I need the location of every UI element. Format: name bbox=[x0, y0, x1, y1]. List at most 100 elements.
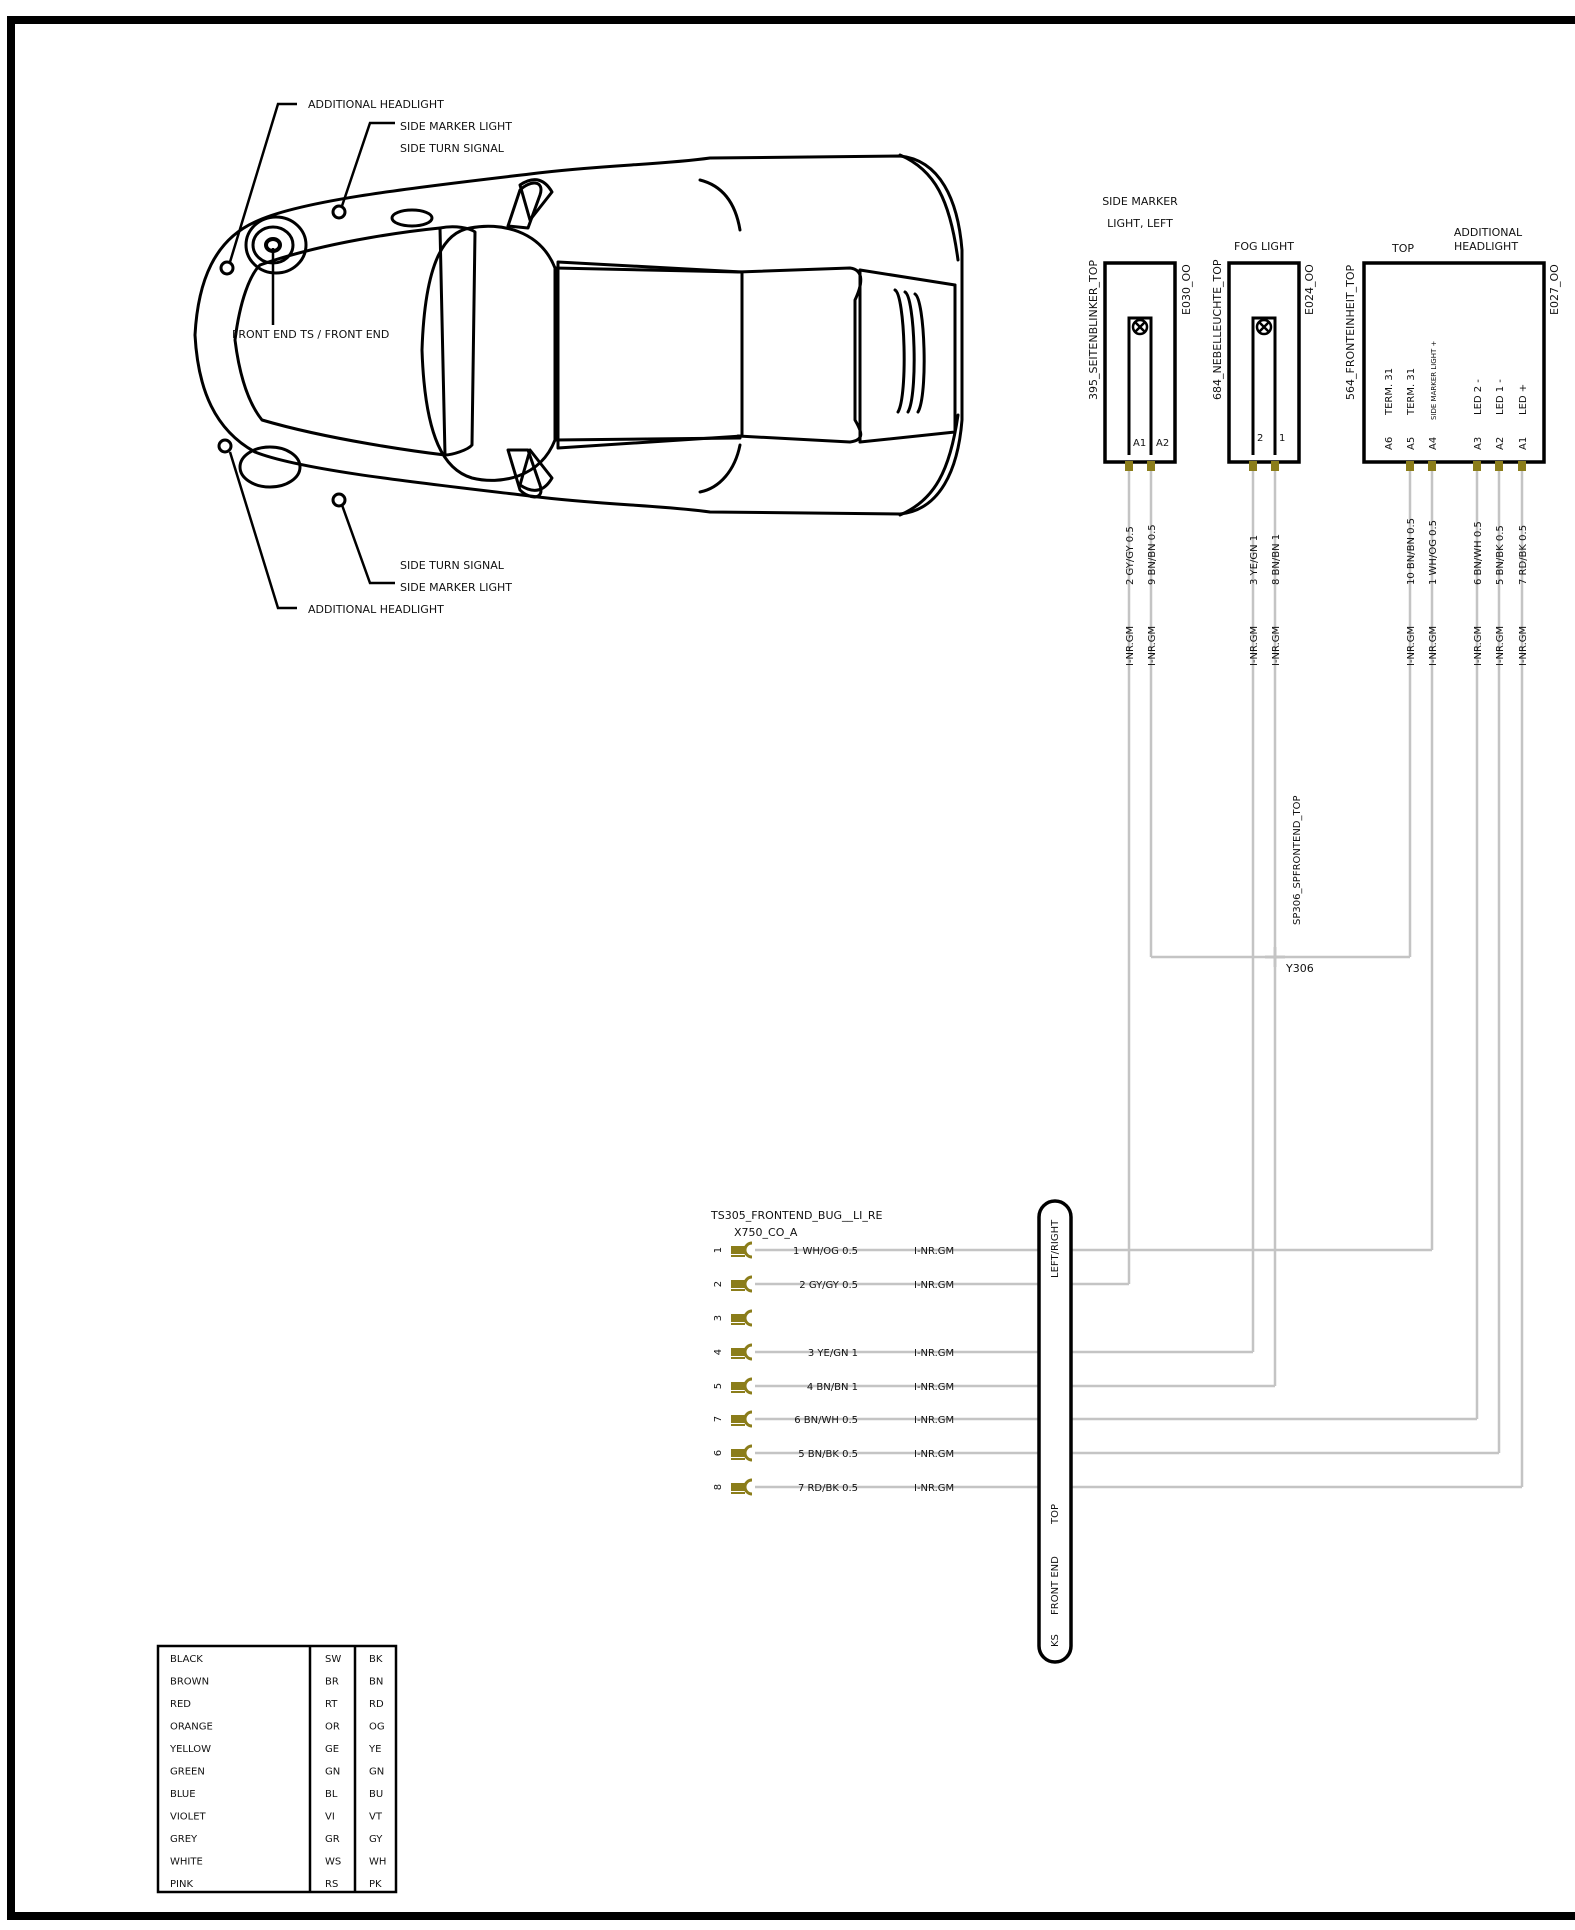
connector-pin-number: 5 bbox=[713, 1383, 724, 1389]
connector-pin-socket bbox=[743, 1241, 753, 1259]
headlight-pin-id: A3 bbox=[1473, 437, 1484, 450]
legend-german-code: BL bbox=[325, 1789, 338, 1800]
connector-pin-socket bbox=[743, 1410, 753, 1428]
legend-german-code: RS bbox=[325, 1879, 338, 1890]
connector-pin-number: 2 bbox=[713, 1281, 724, 1287]
connector-pin-number: 7 bbox=[713, 1416, 724, 1422]
legend-color-name: PINK bbox=[170, 1879, 193, 1890]
connector-pin-socket bbox=[743, 1309, 753, 1327]
connector-pin-terminal bbox=[731, 1483, 745, 1491]
connector-wire-label: 7 RD/BK 0.5 bbox=[798, 1483, 858, 1494]
callout-top-side-marker-light: SIDE MARKER LIGHT bbox=[400, 120, 512, 133]
harness-front-end: FRONT END bbox=[1050, 1556, 1061, 1615]
fog-light-pin-1: 1 bbox=[1279, 433, 1285, 444]
wires bbox=[755, 466, 1524, 1489]
headlight-right-label: E027_OO bbox=[1548, 264, 1561, 315]
connector-row: 3 bbox=[713, 1309, 753, 1327]
legend-color-name: BLUE bbox=[170, 1789, 196, 1800]
connector-pin-socket bbox=[743, 1343, 753, 1361]
callout-bottom-side-marker-light: SIDE MARKER LIGHT bbox=[400, 581, 512, 594]
pin-terminal bbox=[1495, 461, 1503, 471]
legend-german-code: OR bbox=[325, 1722, 340, 1733]
pin-terminal bbox=[1473, 461, 1481, 471]
splice-id: Y306 bbox=[1285, 962, 1314, 975]
component-additional-headlight: ADDITIONAL HEADLIGHT TOP 564_FRONTEINHEI… bbox=[1344, 226, 1561, 464]
connector-wire-material: I-NR.GM bbox=[914, 1348, 954, 1359]
fog-light-box bbox=[1227, 261, 1301, 464]
wire-label: 8 BN/BN 1 bbox=[1271, 534, 1282, 585]
legend-english-code: YE bbox=[368, 1744, 381, 1755]
wire-material: I-NR.GM bbox=[1495, 626, 1506, 666]
connector-wire-label: 2 GY/GY 0.5 bbox=[799, 1280, 858, 1291]
headlight-pin-id: A2 bbox=[1495, 437, 1506, 450]
connector-pin-number: 3 bbox=[713, 1315, 724, 1321]
wire-label: 2 GY/GY 0.5 bbox=[1125, 526, 1136, 585]
side-marker-title-line1: SIDE MARKER bbox=[1102, 195, 1178, 208]
connector-wire-material: I-NR.GM bbox=[914, 1246, 954, 1257]
legend-english-code: GN bbox=[369, 1767, 384, 1778]
legend-english-code: OG bbox=[369, 1722, 385, 1733]
connector-pin-terminal bbox=[731, 1415, 745, 1423]
headlight-title-line1: ADDITIONAL bbox=[1454, 226, 1523, 239]
wire-label: 6 BN/WH 0.5 bbox=[1473, 521, 1484, 585]
headlight-left-label: 564_FRONTEINHEIT_TOP bbox=[1344, 264, 1357, 400]
car-callout-labels: ADDITIONAL HEADLIGHT SIDE MARKER LIGHT S… bbox=[232, 98, 512, 616]
headlight-title-line2: HEADLIGHT bbox=[1454, 240, 1518, 253]
wire-labels: 2 GY/GY 0.5I-NR.GM 9 BN/BN 0.5I-NR.GM 3 YE… bbox=[1125, 518, 1529, 666]
page-border bbox=[7, 16, 1575, 1920]
connector-pin-terminal bbox=[731, 1280, 745, 1288]
legend-color-name: BLACK bbox=[170, 1654, 203, 1665]
headlight-pin-id: A5 bbox=[1406, 437, 1417, 450]
connector-subtitle: X750_CO_A bbox=[734, 1226, 798, 1239]
headlight-pin-function: LED 2 - bbox=[1473, 379, 1484, 415]
fog-light-left-label: 684_NEBELLEUCHTE_TOP bbox=[1211, 259, 1224, 400]
connector-wire-label: 3 YE/GN 1 bbox=[808, 1348, 858, 1359]
side-marker-left-label: 395_SEITENBLINKER_TOP bbox=[1087, 260, 1100, 400]
wire-label: 9 BN/BN 0.5 bbox=[1147, 524, 1158, 585]
legend-german-code: GE bbox=[325, 1744, 339, 1755]
fog-light-right-label: E024_OO bbox=[1303, 264, 1316, 315]
legend-german-code: RT bbox=[325, 1699, 338, 1710]
headlight-pin-id: A4 bbox=[1428, 437, 1439, 450]
legend-color-name: BROWN bbox=[170, 1677, 209, 1688]
headlight-pin-id: A1 bbox=[1518, 437, 1529, 450]
callout-top-additional-headlight: ADDITIONAL HEADLIGHT bbox=[308, 98, 444, 111]
pin-terminal bbox=[1518, 461, 1526, 471]
legend-color-name: ORANGE bbox=[170, 1722, 213, 1733]
connector-pin-terminal bbox=[731, 1382, 745, 1390]
pin-terminal bbox=[1147, 461, 1155, 471]
side-marker-title-line2: LIGHT, LEFT bbox=[1107, 217, 1173, 230]
wire-material: I-NR.GM bbox=[1271, 626, 1282, 666]
connector-pin-socket bbox=[743, 1377, 753, 1395]
connector-pin-number: 1 bbox=[713, 1247, 724, 1253]
connector-wire-label: 4 BN/BN 1 bbox=[807, 1382, 858, 1393]
legend-german-code: GN bbox=[325, 1767, 340, 1778]
connector-pin-terminal bbox=[731, 1246, 745, 1254]
connector-pin-socket bbox=[743, 1444, 753, 1462]
wire-label: 3 YE/GN 1 bbox=[1249, 535, 1260, 585]
wire-label: 5 BN/BK 0.5 bbox=[1495, 525, 1506, 585]
connector-wire-label: 5 BN/BK 0.5 bbox=[798, 1449, 858, 1460]
connector-pin-socket bbox=[743, 1478, 753, 1496]
callout-bottom-side-turn-signal: SIDE TURN SIGNAL bbox=[400, 559, 505, 572]
headlight-top-label: TOP bbox=[1391, 242, 1414, 255]
legend-english-code: PK bbox=[369, 1879, 382, 1890]
car-callout-leaders bbox=[228, 102, 395, 610]
connector-pin-terminal bbox=[731, 1348, 745, 1356]
fog-light-title: FOG LIGHT bbox=[1234, 240, 1294, 253]
component-fog-light: FOG LIGHT 684_NEBELLEUCHTE_TOP E024_OO 2… bbox=[1211, 240, 1316, 464]
headlight-pin-function: LED + bbox=[1518, 384, 1529, 415]
pin-terminal bbox=[1125, 461, 1133, 471]
side-marker-pin-a1: A1 bbox=[1133, 438, 1146, 449]
legend-color-name: VIOLET bbox=[170, 1812, 207, 1823]
connector-title: TS305_FRONTEND_BUG__LI_RE bbox=[710, 1209, 883, 1222]
headlight-box bbox=[1362, 261, 1546, 464]
wire-material: I-NR.GM bbox=[1428, 626, 1439, 666]
callout-front-end: FRONT END TS / FRONT END bbox=[232, 328, 389, 341]
